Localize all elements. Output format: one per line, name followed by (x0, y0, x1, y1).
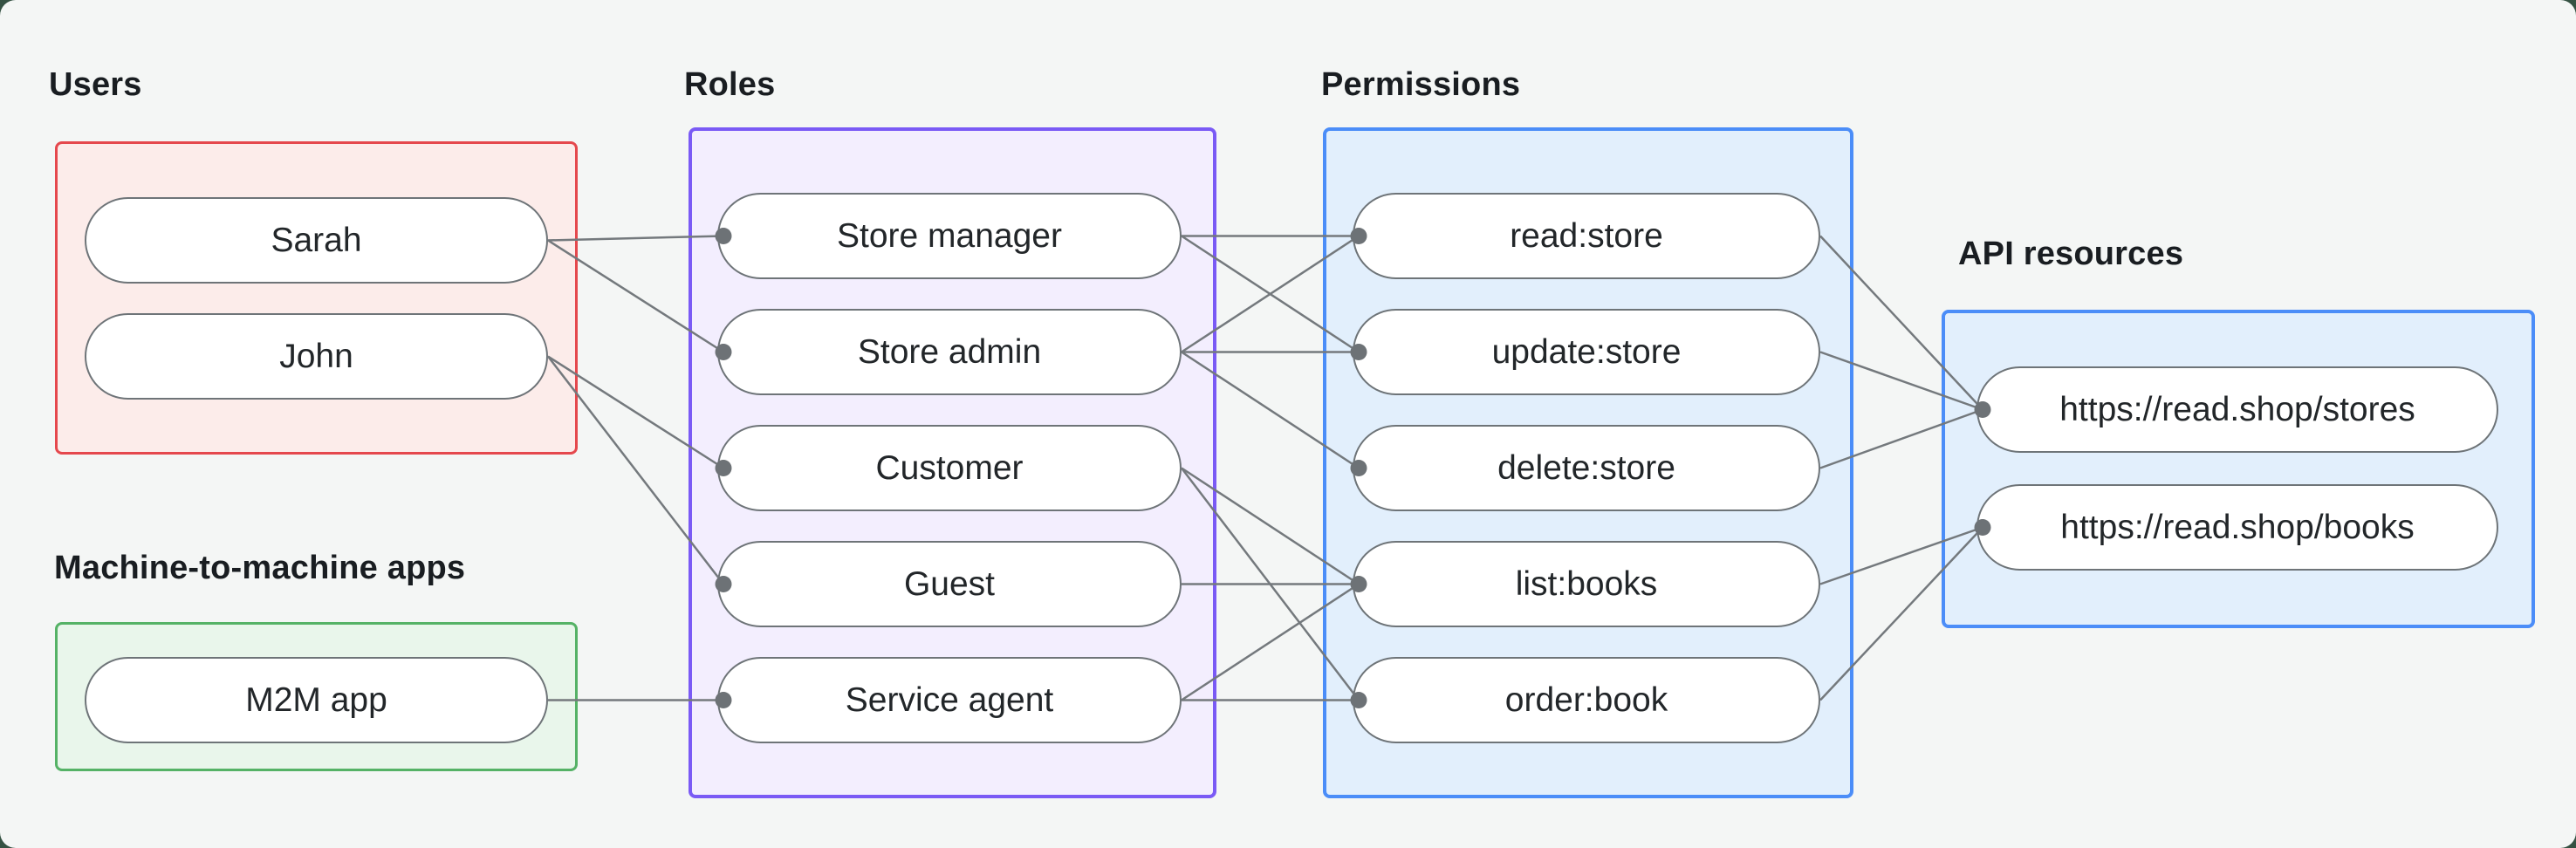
users-group-box (55, 141, 578, 455)
node-permission-order-book: order:book (1353, 657, 1820, 743)
node-permission-update-store: update:store (1353, 309, 1820, 395)
roles-label: Roles (684, 66, 776, 103)
permissions-label: Permissions (1321, 66, 1521, 103)
node-m2m-app: M2M app (85, 657, 548, 743)
node-api-resource-books: https://read.shop/books (1977, 484, 2498, 571)
node-role-guest: Guest (717, 541, 1182, 627)
node-api-resource-stores: https://read.shop/stores (1977, 366, 2498, 453)
node-permission-list-books: list:books (1353, 541, 1820, 627)
node-role-store-manager: Store manager (717, 193, 1182, 279)
users-label: Users (49, 66, 142, 103)
machine-to-machine-apps-label: Machine-to-machine apps (54, 550, 466, 586)
node-role-customer: Customer (717, 425, 1182, 511)
node-permission-read-store: read:store (1353, 193, 1820, 279)
node-user-sarah: Sarah (85, 197, 548, 284)
api-resources-group-box (1942, 310, 2535, 628)
node-user-john: John (85, 313, 548, 400)
node-role-service-agent: Service agent (717, 657, 1182, 743)
node-permission-delete-store: delete:store (1353, 425, 1820, 511)
node-role-store-admin: Store admin (717, 309, 1182, 395)
api-resources-label: API resources (1958, 236, 2184, 272)
